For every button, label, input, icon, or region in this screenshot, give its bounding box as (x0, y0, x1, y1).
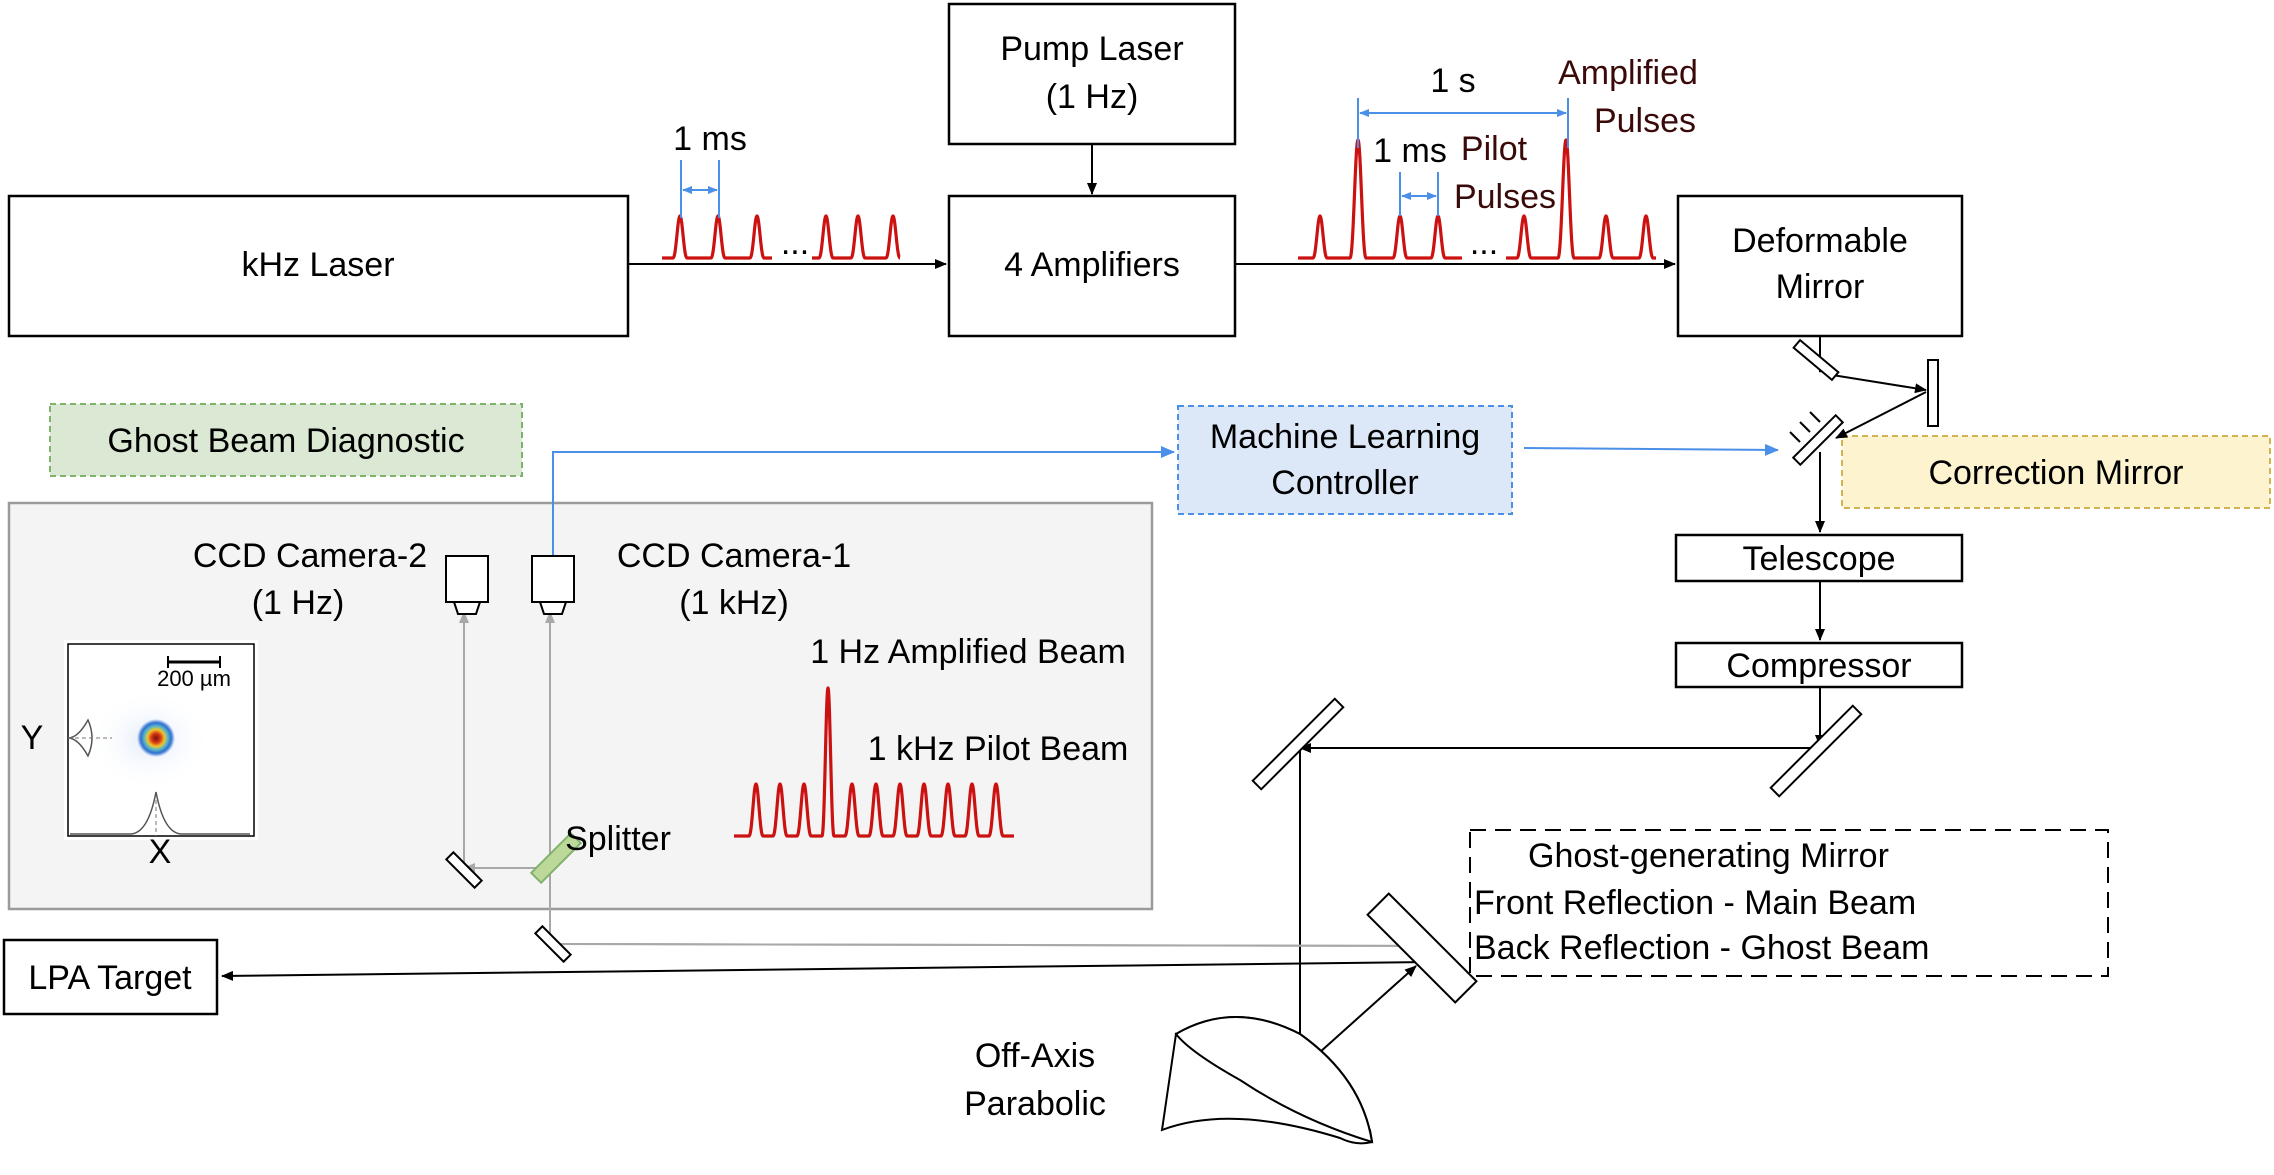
amplifiers-box: 4 Amplifiers (947, 194, 1237, 338)
ghost-beam-diagnostic-text: Ghost Beam Diagnostic (107, 422, 464, 460)
compressor-label: Compressor (1726, 647, 1911, 685)
pickoff-mirror (533, 924, 573, 964)
lpa-target-box: LPA Target (2, 938, 219, 1016)
ghost-beam-forward (559, 940, 1435, 951)
correction-mirror (1789, 411, 1845, 467)
camera-1-label-1: CCD Camera-1 (617, 537, 851, 575)
compressor-output-mirror (1769, 704, 1863, 798)
ml-controller-label-1: Machine Learning (1210, 418, 1480, 456)
compressor-box: Compressor (1674, 641, 1964, 689)
off-axis-parabolic-mirror (1160, 1016, 1374, 1145)
khz-laser-label: kHz Laser (241, 246, 394, 284)
signal-controller-to-correction-mirror (1523, 443, 1779, 456)
period-label-left: 1 ms (673, 120, 747, 158)
ghost-generating-mirror (1366, 892, 1478, 1004)
ghost-mirror-note: Ghost-generating Mirror Front Reflection… (1469, 829, 2109, 977)
ghost-mirror-title: Ghost-generating Mirror (1528, 837, 1889, 875)
axis-x-label: X (149, 833, 172, 871)
pulse-trace-amplified-b (1506, 138, 1656, 260)
amplified-pulses-label-2: Pulses (1594, 102, 1696, 140)
dots-left: ... (781, 224, 809, 262)
pulse-trace-amplified-a (1298, 138, 1462, 260)
amplified-beam-label: 1 Hz Amplified Beam (810, 633, 1126, 671)
beam-to-fold-mirror (1825, 373, 1927, 394)
splitter-label: Splitter (565, 820, 671, 858)
pilot-pulses-label-2: Pulses (1454, 178, 1556, 216)
upper-turning-mirror (1251, 697, 1345, 791)
scale-bar-label: 200 µm (157, 666, 231, 691)
pulse-trace-diagnostic (734, 686, 1014, 838)
period-label-1s: 1 s (1430, 62, 1475, 100)
pilot-pulses-label-1: Pilot (1461, 130, 1528, 168)
amplified-pulses-label-1: Amplified (1558, 54, 1698, 92)
ccd-camera-1 (531, 555, 575, 615)
pulse-trace-input-a (662, 214, 772, 260)
deformable-mirror-label-2: Mirror (1776, 268, 1865, 306)
dots-right: ... (1470, 224, 1498, 262)
oap-label-1: Off-Axis (975, 1037, 1095, 1075)
ml-controller-label-2: Controller (1271, 464, 1418, 502)
oap-label-2: Parabolic (964, 1085, 1106, 1123)
pulse-trace-input-b (812, 214, 902, 260)
telescope-label: Telescope (1742, 540, 1895, 578)
ghost-mirror-back: Back Reflection - Ghost Beam (1474, 929, 1929, 967)
camera-2-label-1: CCD Camera-2 (193, 537, 427, 575)
pulse-train-amplified (1298, 138, 1656, 260)
beam-splitter (529, 831, 583, 885)
ccd-camera-2 (445, 555, 489, 615)
ghost-beam-diagnostic-label: Ghost Beam Diagnostic (49, 403, 523, 477)
lpa-target-label: LPA Target (28, 959, 192, 997)
pilot-beam-label: 1 kHz Pilot Beam (868, 730, 1129, 768)
diagnostic-fold-mirror (444, 850, 484, 890)
fold-mirror-2 (1927, 359, 1939, 427)
camera-1-label-2: (1 kHz) (679, 584, 789, 622)
beam-to-correction-mirror (1835, 391, 1927, 439)
axis-y-label: Y (21, 719, 44, 757)
pump-laser-box: Pump Laser (1 Hz) (947, 2, 1237, 146)
pump-laser-rate: (1 Hz) (1046, 78, 1139, 116)
camera-2-label-2: (1 Hz) (252, 584, 345, 622)
signal-camera-to-controller (552, 446, 1175, 556)
khz-laser-box: kHz Laser (7, 194, 630, 338)
deformable-mirror-label-1: Deformable (1732, 222, 1908, 260)
amplifiers-label: 4 Amplifiers (1004, 246, 1180, 284)
beam-to-lpa-target (221, 961, 1431, 981)
ghost-mirror-front: Front Reflection - Main Beam (1474, 884, 1916, 922)
pump-laser-label: Pump Laser (1000, 30, 1183, 68)
deformable-mirror-box: Deformable Mirror (1676, 194, 1964, 338)
beam-profile-image: 200 µm (64, 640, 258, 840)
fold-mirror-1 (1792, 338, 1840, 382)
ml-controller-box: Machine Learning Controller (1177, 405, 1513, 515)
telescope-box: Telescope (1674, 533, 1964, 583)
period-label-right: 1 ms (1373, 132, 1447, 170)
correction-mirror-label-box: Correction Mirror (1841, 435, 2271, 509)
correction-mirror-label: Correction Mirror (1928, 454, 2183, 492)
pulse-train-diagnostic (734, 686, 1014, 838)
